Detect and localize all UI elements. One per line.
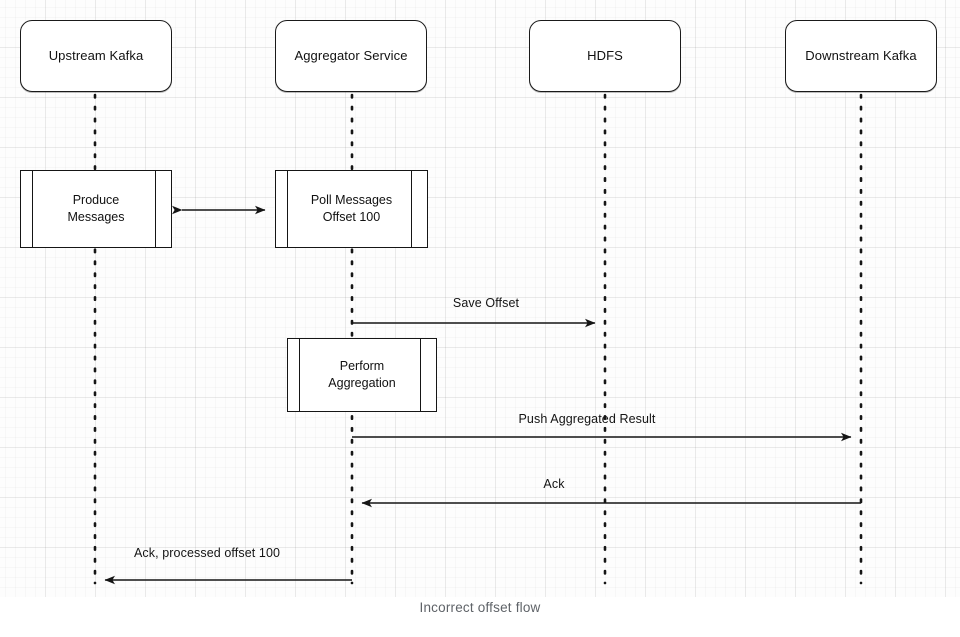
activation-inner-wall-left — [287, 171, 288, 247]
message-label-ack-processed-offset: Ack, processed offset 100 — [133, 546, 281, 560]
lifeline-header-downstream-kafka[interactable]: Downstream Kafka — [785, 20, 937, 92]
message-label-save-offset: Save Offset — [452, 296, 520, 310]
lifeline-label-upstream-kafka: Upstream Kafka — [48, 48, 144, 64]
activation-perform-aggregation[interactable]: Perform Aggregation — [287, 338, 437, 412]
activation-produce-messages[interactable]: Produce Messages — [20, 170, 172, 248]
activation-label-poll-messages: Poll Messages Offset 100 — [310, 192, 393, 224]
activation-inner-wall-left — [32, 171, 33, 247]
diagram-vector-layer — [93, 93, 863, 585]
activation-label-produce-messages: Produce Messages — [67, 192, 125, 224]
lifeline-label-aggregator-service: Aggregator Service — [294, 48, 408, 64]
message-label-push-aggregated-result: Push Aggregated Result — [518, 412, 656, 426]
activation-inner-wall-right — [155, 171, 156, 247]
lifeline-header-upstream-kafka[interactable]: Upstream Kafka — [20, 20, 172, 92]
message-label-ack: Ack — [543, 477, 565, 491]
activation-poll-messages[interactable]: Poll Messages Offset 100 — [275, 170, 428, 248]
lifeline-dashes — [93, 93, 863, 585]
lifeline-header-aggregator-service[interactable]: Aggregator Service — [275, 20, 427, 92]
lifeline-header-hdfs[interactable]: HDFS — [529, 20, 681, 92]
lifeline-label-downstream-kafka: Downstream Kafka — [805, 48, 917, 64]
activation-label-perform-aggregation: Perform Aggregation — [328, 358, 396, 390]
activation-inner-wall-left — [299, 339, 300, 411]
activation-inner-wall-right — [411, 171, 412, 247]
lifeline-label-hdfs: HDFS — [587, 48, 623, 64]
diagram-grid-background — [0, 0, 960, 597]
activation-inner-wall-right — [420, 339, 421, 411]
diagram-caption: Incorrect offset flow — [419, 600, 541, 615]
